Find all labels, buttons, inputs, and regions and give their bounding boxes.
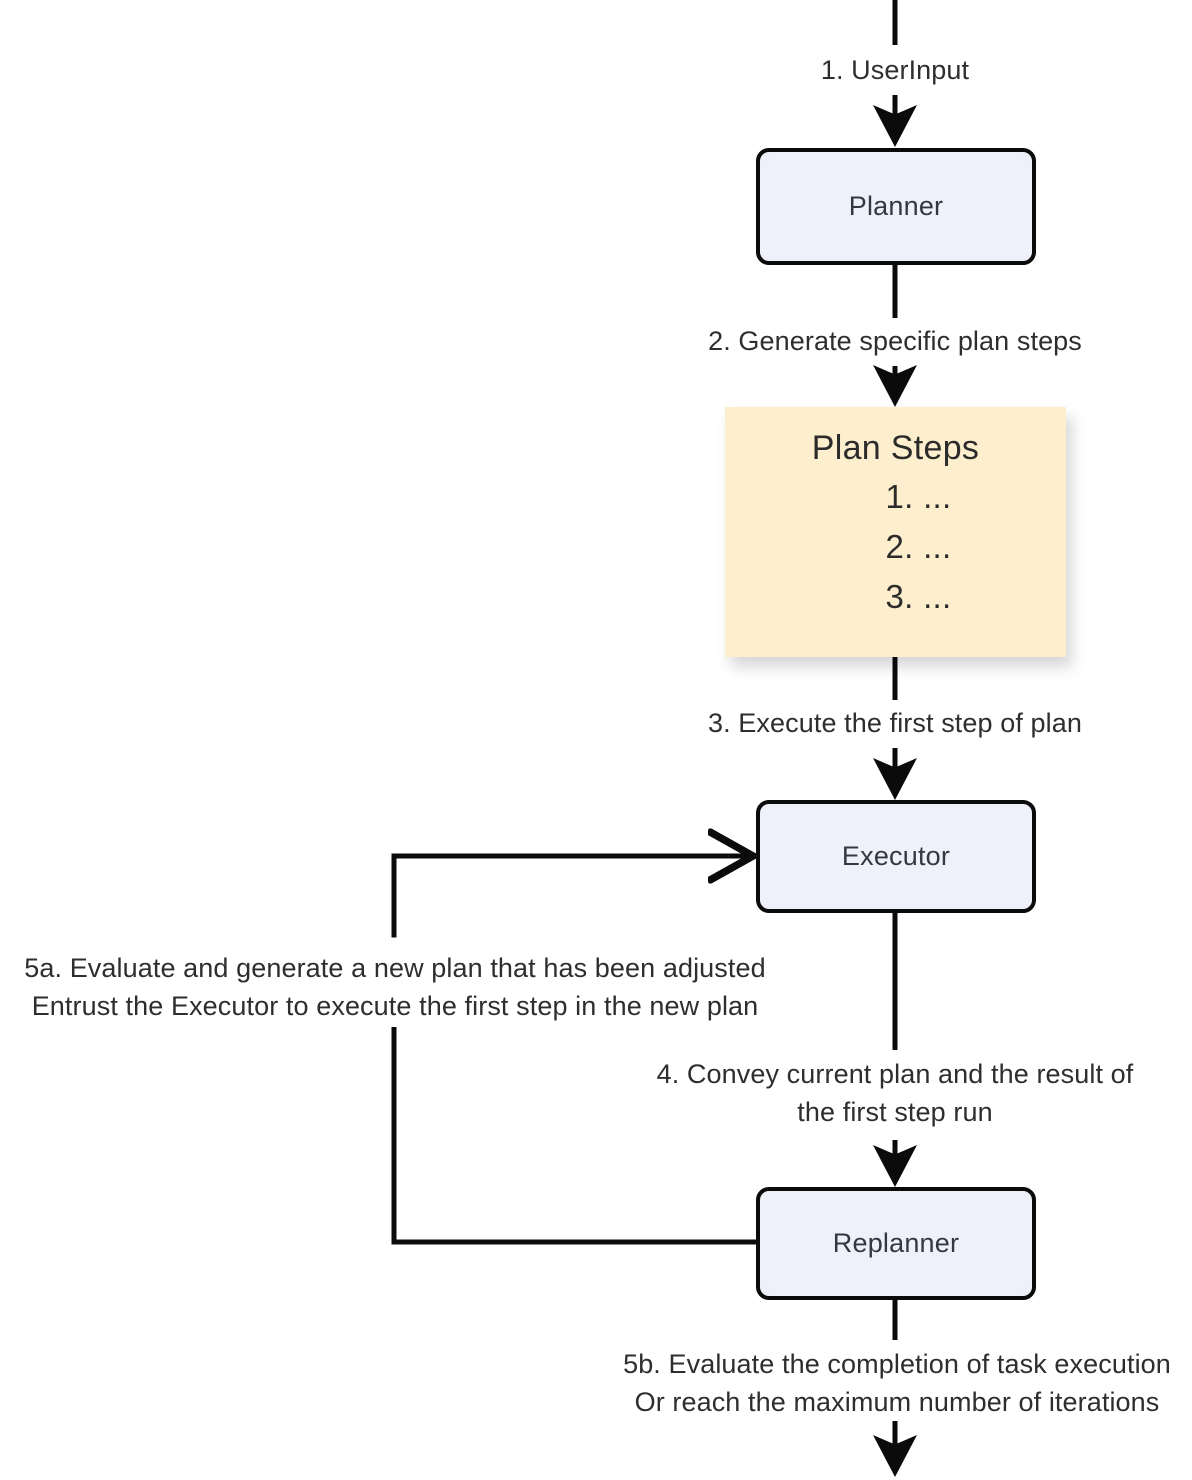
edge-replanner-to-executor-loop-upper xyxy=(391,856,748,938)
node-replanner-label: Replanner xyxy=(832,1228,960,1258)
node-executor-label: Executor xyxy=(841,841,951,871)
edge-label-convey-plan-result-line1: 4. Convey current plan and the result of xyxy=(656,1059,1134,1089)
edge-label-task-completion-line2: Or reach the maximum number of iteration… xyxy=(634,1387,1160,1417)
node-planner-label: Planner xyxy=(848,191,944,221)
node-planner[interactable]: Planner xyxy=(756,148,1036,265)
node-executor[interactable]: Executor xyxy=(756,800,1036,913)
edge-replanner-to-executor-loop-lower xyxy=(391,1017,759,1245)
node-plan-steps[interactable]: Plan Steps 1. ... 2. ... 3. ... xyxy=(725,407,1066,657)
node-replanner[interactable]: Replanner xyxy=(756,1187,1036,1300)
edge-label-task-completion: 5b. Evaluate the completion of task exec… xyxy=(609,1345,1185,1421)
edge-label-user-input: 1. UserInput xyxy=(808,51,982,89)
edge-label-task-completion-line1: 5b. Evaluate the completion of task exec… xyxy=(623,1349,1171,1379)
plan-steps-item: 3. ... xyxy=(885,578,952,615)
edge-label-convey-plan-result: 4. Convey current plan and the result of… xyxy=(642,1055,1148,1131)
edge-label-convey-plan-result-line2: the first step run xyxy=(797,1097,993,1127)
edge-label-generate-plan-steps: 2. Generate specific plan steps xyxy=(696,322,1094,360)
edge-label-replan-feedback: 5a. Evaluate and generate a new plan tha… xyxy=(0,947,790,1027)
plan-steps-item: 1. ... xyxy=(885,478,952,515)
plan-steps-title: Plan Steps xyxy=(811,429,980,467)
plan-steps-list: 1. ... 2. ... 3. ... xyxy=(886,472,952,622)
edge-label-replan-feedback-line2: Entrust the Executor to execute the firs… xyxy=(31,991,759,1021)
edge-label-replan-feedback-line1: 5a. Evaluate and generate a new plan tha… xyxy=(24,953,766,983)
plan-steps-item: 2. ... xyxy=(885,528,952,565)
edge-label-execute-first-step: 3. Execute the first step of plan xyxy=(695,704,1095,742)
